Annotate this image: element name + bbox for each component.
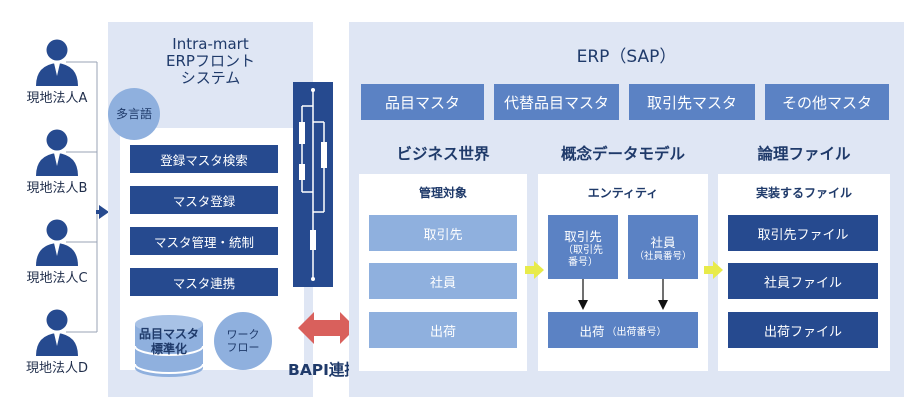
entity-employee: 社員 （社員番号） <box>628 215 698 279</box>
business-subtitle: 管理対象 <box>418 186 467 200</box>
entity-shipment: 出荷 （出荷番号） <box>548 312 698 348</box>
arrow-right-icon <box>99 205 109 219</box>
entity-relations <box>578 279 668 310</box>
file-employee: 社員ファイル <box>728 263 878 299</box>
subsidiary-label: 現地法人A <box>26 91 88 106</box>
subsidiary-label: 現地法人B <box>26 181 88 196</box>
master-link-button[interactable]: マスタ連携 <box>130 268 278 296</box>
person-icon <box>36 129 78 176</box>
master-register-button[interactable]: マスタ登録 <box>130 186 278 214</box>
master-search-button[interactable]: 登録マスタ検索 <box>130 145 278 173</box>
file-partner: 取引先ファイル <box>728 215 878 251</box>
subsidiary-label: 現地法人C <box>26 271 88 286</box>
master-item: 品目マスタ <box>361 84 484 120</box>
erp-title: ERP（SAP） <box>576 47 677 67</box>
files-title: 論理ファイル <box>757 145 851 163</box>
person-icon <box>36 219 78 266</box>
business-title: ビジネス世界 <box>396 145 490 163</box>
subsidiary-c: 現地法人C <box>18 216 96 286</box>
file-shipment: 出荷ファイル <box>728 312 878 348</box>
multilang-badge: 多言語 <box>108 88 160 140</box>
entity-partner: 取引先 （取引先 番号） <box>548 215 618 279</box>
subsidiary-connectors <box>66 61 109 333</box>
model-subtitle: エンティティ <box>587 186 659 200</box>
subsidiary-a: 現地法人A <box>18 36 96 106</box>
master-other: その他マスタ <box>765 84 889 120</box>
subsidiary-label: 現地法人D <box>25 361 88 376</box>
master-partner: 取引先マスタ <box>629 84 755 120</box>
subsidiary-b: 現地法人B <box>18 126 96 196</box>
arrow-right-icon <box>525 261 544 279</box>
database-label: 品目マスタ 標準化 <box>138 327 199 356</box>
person-icon <box>36 39 78 86</box>
workflow-badge: ワークフロー <box>214 312 272 370</box>
business-item-shipment: 出荷 <box>369 312 517 348</box>
intramart-title: Intra-mart ERPフロント システム <box>166 35 255 87</box>
business-item-employee: 社員 <box>369 263 517 299</box>
business-item-partner: 取引先 <box>369 215 517 251</box>
master-manage-button[interactable]: マスタ管理・統制 <box>130 227 278 255</box>
person-icon <box>36 309 78 356</box>
server-icon <box>293 82 333 287</box>
double-arrow-icon <box>298 312 356 344</box>
arrow-right-icon <box>704 261 723 279</box>
master-alt-item: 代替品目マスタ <box>494 84 619 120</box>
bapi-label: BAPI連携 <box>288 361 360 379</box>
database-icon <box>134 315 204 377</box>
files-subtitle: 実装するファイル <box>755 186 852 200</box>
model-title: 概念データモデル <box>560 145 685 163</box>
subsidiary-d: 現地法人D <box>18 306 96 376</box>
